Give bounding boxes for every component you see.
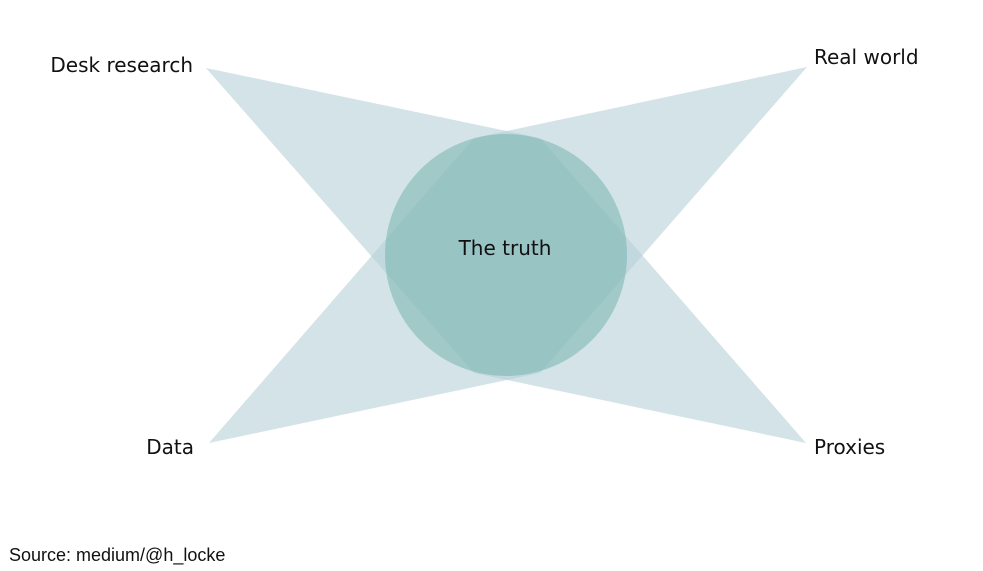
label-data: Data [146,435,194,459]
label-proxies: Proxies [814,435,886,459]
label-real-world: Real world [814,45,919,69]
source-credit: Source: medium/@h_locke [9,545,226,565]
label-desk-research: Desk research [50,53,193,77]
truth-circle [385,134,627,376]
center-label-the-truth: The truth [458,236,552,260]
